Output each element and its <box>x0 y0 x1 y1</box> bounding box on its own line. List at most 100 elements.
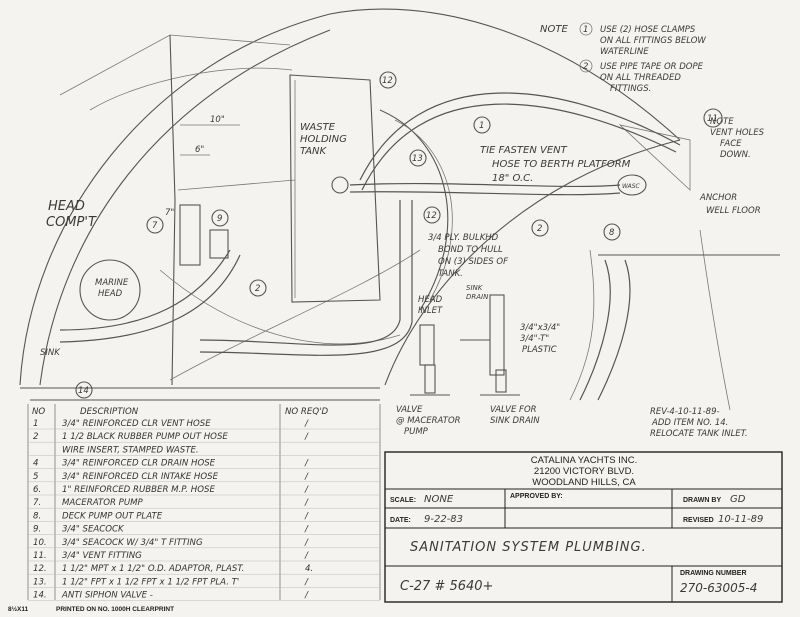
revision-line-1: REV-4-10-11-89- <box>650 407 720 417</box>
anchor-well-2: WELL FLOOR <box>706 206 761 216</box>
parts-row-description: 3/4" REINFORCED CLR INTAKE HOSE <box>62 472 219 482</box>
vent-note: NOTE VENT HOLES FACE DOWN. <box>710 117 765 160</box>
waste-tank-label-2: HOLDING <box>300 134 347 145</box>
parts-row-quantity: / <box>304 551 309 561</box>
dimension-7: 7" <box>165 208 174 218</box>
notes-block: NOTE 1 USE (2) HOSE CLAMPS ON ALL FITTIN… <box>540 22 706 94</box>
scale-label: SCALE: <box>390 497 416 504</box>
valve-macerator-3: PUMP <box>404 427 429 437</box>
macerator-pump: 10" 6" 7" <box>165 115 240 266</box>
callout-13: 13 <box>412 154 423 164</box>
waste-tank-label-1: WASTE <box>300 122 336 133</box>
parts-row-description: 3/4" VENT FITTING <box>62 551 142 561</box>
tee-fitting-3: PLASTIC <box>522 345 557 355</box>
tee-fitting-2: 3/4"-T" <box>520 334 549 344</box>
parts-row-quantity: / <box>304 472 309 482</box>
callout-9: 9 <box>217 214 222 224</box>
parts-row-no: 8. <box>33 511 41 521</box>
parts-row-description: 3/4" REINFORCED CLR DRAIN HOSE <box>62 459 216 469</box>
drawing-number-label: DRAWING NUMBER <box>680 570 747 577</box>
parts-row-no: 5 <box>33 472 38 482</box>
parts-row-description: 1 1/2 BLACK RUBBER PUMP OUT HOSE <box>62 432 228 442</box>
revised-label: REVISED <box>683 517 714 524</box>
parts-row-quantity: / <box>304 485 309 495</box>
parts-row-quantity: 4. <box>305 564 313 574</box>
parts-row-no: 1 <box>33 419 38 429</box>
parts-header-req: NO REQ'D <box>285 407 328 417</box>
model-number: C-27 # 5640+ <box>400 579 493 594</box>
parts-header-description: DESCRIPTION <box>80 407 139 417</box>
callout-8: 8 <box>609 228 615 238</box>
tie-fasten-line-3: 18" O.C. <box>492 173 533 184</box>
revised-value: 10-11-89 <box>718 514 763 525</box>
printed-on-note: PRINTED ON NO. 1000H CLEARPRINT <box>56 606 174 613</box>
parts-row-description: MACERATOR PUMP <box>62 498 144 508</box>
parts-row-no: 13. <box>33 577 47 587</box>
vent-note-1: NOTE <box>710 117 734 127</box>
date-label: DATE: <box>390 517 411 524</box>
dimension-10: 10" <box>210 115 225 125</box>
anchor-well-note: ANCHOR WELL FLOOR <box>699 193 761 216</box>
parts-rows: 1 3/4" REINFORCED CLR VENT HOSE / 2 1 1/2 BL… <box>28 419 380 601</box>
tee-fitting-1: 3/4"x3/4" <box>520 323 560 333</box>
parts-row-no: 4 <box>33 459 38 469</box>
marine-head: MARINE HEAD SINK <box>40 259 141 358</box>
parts-row-quantity: / <box>304 591 309 601</box>
head-compt-label-1: HEAD <box>48 199 85 214</box>
parts-row-no: 7. <box>33 498 41 508</box>
parts-row-quantity: / <box>304 432 309 442</box>
wasc-label: WASC <box>622 183 641 190</box>
vent-note-4: DOWN. <box>720 150 751 160</box>
note2-line-2: ON ALL THREADED <box>600 73 681 83</box>
bulkhead-note: 3/4 PLY. BULKHD BOND TO HULL ON (3) SIDE… <box>428 233 508 279</box>
vent-note-2: VENT HOLES <box>710 128 765 138</box>
callout-7: 7 <box>152 221 158 231</box>
deck-pump-out-plate: WASC <box>617 174 647 196</box>
parts-row-description: ANTI SIPHON VALVE - <box>61 591 153 601</box>
sink-drain-2: DRAIN <box>466 293 489 301</box>
scale-value: NONE <box>424 494 454 505</box>
waste-tank-label-3: TANK <box>300 146 328 157</box>
parts-row-description: 3/4" REINFORCED CLR VENT HOSE <box>62 419 211 429</box>
hoses <box>59 92 681 401</box>
note1-line-3: WATERLINE <box>600 47 649 57</box>
note1-number: 1 <box>583 25 588 35</box>
head-inlet-1: HEAD <box>418 295 443 305</box>
parts-row-no: 14. <box>33 591 47 601</box>
valve-macerator-1: VALVE <box>396 405 423 415</box>
drawn-by-label: DRAWN BY <box>683 497 721 504</box>
valve-sink-2: SINK DRAIN <box>490 416 540 426</box>
drawing-title: SANITATION SYSTEM PLUMBING. <box>410 540 647 555</box>
footer: 8½X11 PRINTED ON NO. 1000H CLEARPRINT <box>8 605 174 613</box>
parts-row-quantity: / <box>304 525 309 535</box>
tie-fasten-line-2: HOSE TO BERTH PLATFORM <box>492 159 631 170</box>
parts-row-description: 1 1/2" MPT x 1 1/2" O.D. ADAPTOR, PLAST. <box>62 564 244 574</box>
sink-drain-1: SINK <box>466 284 484 292</box>
callout-12b: 12 <box>426 211 437 221</box>
callout-12a: 12 <box>382 76 393 86</box>
bulkhead-line-1: 3/4 PLY. BULKHD <box>428 233 499 243</box>
parts-row-quantity: / <box>304 511 309 521</box>
parts-row-no: 2 <box>33 432 38 442</box>
note1-line-1: USE (2) HOSE CLAMPS <box>600 25 696 35</box>
callout-14: 14 <box>78 386 89 396</box>
parts-row-description: DECK PUMP OUT PLATE <box>62 511 163 521</box>
anchor-well-1: ANCHOR <box>699 193 737 203</box>
note1-line-2: ON ALL FITTINGS BELOW <box>600 36 706 46</box>
vent-note-3: FACE <box>720 139 742 149</box>
marine-head-label-2: HEAD <box>98 289 123 299</box>
bulkhead-line-3: ON (3) SIDES OF <box>438 257 508 267</box>
bulkhead-line-2: BOND TO HULL <box>438 245 503 255</box>
parts-row-description: 3/4" SEACOCK <box>62 525 125 535</box>
callout-1: 1 <box>479 121 484 131</box>
revision-line-2: ADD ITEM NO. 14. <box>651 418 728 428</box>
parts-row-quantity: / <box>304 577 309 587</box>
parts-row-description: 1 1/2" FPT x 1 1/2 FPT x 1 1/2 FPT PLA. … <box>62 577 239 587</box>
revision-line-3: RELOCATE TANK INLET. <box>650 429 748 439</box>
parts-row-quantity: / <box>304 538 309 548</box>
note2-number: 2 <box>583 62 588 72</box>
sink-label: SINK <box>40 348 61 358</box>
parts-row-no: 12. <box>33 564 47 574</box>
